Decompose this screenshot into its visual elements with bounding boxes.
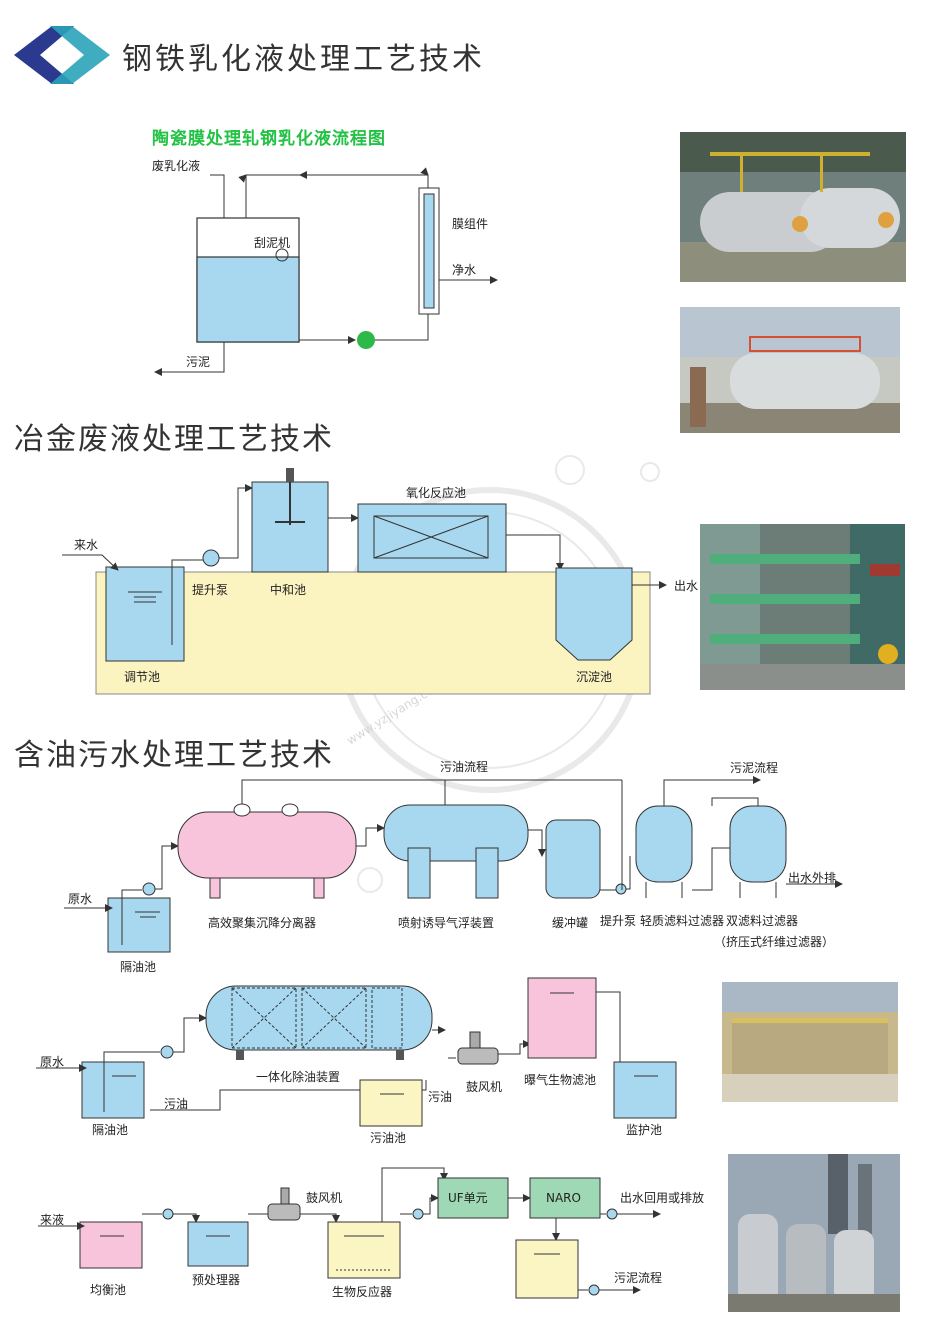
svg-text:双滤料过滤器: 双滤料过滤器 <box>726 914 798 928</box>
svg-text:隔油池: 隔油池 <box>92 1123 128 1137</box>
regulating-tank <box>105 566 185 662</box>
svg-text:喷射诱导气浮装置: 喷射诱导气浮装置 <box>398 915 494 930</box>
oil-separation-tank-2 <box>81 1061 145 1119</box>
bioreactor <box>327 1221 401 1279</box>
sludge-tank <box>515 1239 579 1299</box>
integrated-deoiler <box>205 985 433 1051</box>
flowchart-subtitle: 陶瓷膜处理轧钢乳化液流程图 <box>152 129 386 149</box>
svg-text:UF单元: UF单元 <box>448 1191 488 1205</box>
naro-unit <box>529 1177 601 1219</box>
company-logo <box>14 26 110 84</box>
svg-text:一体化除油装置: 一体化除油装置 <box>256 1069 340 1084</box>
svg-text:缓冲罐: 缓冲罐 <box>552 915 588 930</box>
section2-diagram: 来水 提升泵 中和池 氧化反应池 出水 调节池 沉淀池 <box>62 468 698 695</box>
svg-text:提升泵: 提升泵 <box>192 582 228 597</box>
svg-text:（挤压式纤维过滤器）: （挤压式纤维过滤器） <box>714 934 834 949</box>
blower-icon-2 <box>267 1203 301 1221</box>
svg-text:污油流程: 污油流程 <box>440 759 488 774</box>
flotation-device <box>383 804 529 862</box>
section1-diagram: 废乳化液 刮泥机 膜组件 净水 污泥 <box>152 158 498 376</box>
svg-text:污油: 污油 <box>164 1097 188 1111</box>
scraper-icon <box>275 248 289 262</box>
svg-text:污油: 污油 <box>428 1090 452 1104</box>
svg-text:来水: 来水 <box>74 538 98 552</box>
photo-storage-tanks <box>680 307 900 433</box>
svg-text:刮泥机: 刮泥机 <box>254 236 290 250</box>
membrane-module <box>423 193 435 309</box>
section-title-oily-water: 含油污水处理工艺技术 <box>14 738 334 773</box>
svg-text:来液: 来液 <box>40 1212 64 1227</box>
balance-tank <box>79 1221 143 1269</box>
section-title-metallurgy: 冶金废液处理工艺技术 <box>14 422 334 457</box>
settling-tank <box>555 567 633 661</box>
tank-liquid <box>196 256 300 343</box>
waste-oil-tank <box>359 1079 423 1127</box>
svg-text:均衡池: 均衡池 <box>90 1283 126 1297</box>
light-filter <box>635 805 693 883</box>
svg-text:出水: 出水 <box>674 579 698 593</box>
svg-text:高效聚集沉降分离器: 高效聚集沉降分离器 <box>208 915 316 930</box>
svg-text:鼓风机: 鼓风机 <box>466 1080 502 1094</box>
oxidation-tank <box>357 503 507 573</box>
pump-icon <box>357 331 375 349</box>
page-title: 钢铁乳化液处理工艺技术 <box>122 42 485 77</box>
dual-filter <box>729 805 787 883</box>
oily-flow-1: 污油流程 污泥流程 原水 高效聚集沉降分离器 喷射诱导气浮装置 缓冲罐 提升泵 … <box>64 759 843 974</box>
svg-text:原水: 原水 <box>68 892 92 906</box>
svg-text:监护池: 监护池 <box>626 1123 662 1137</box>
svg-text:净水: 净水 <box>452 263 476 277</box>
svg-text:鼓风机: 鼓风机 <box>306 1191 342 1205</box>
svg-text:污泥流程: 污泥流程 <box>614 1270 662 1285</box>
svg-text:预处理器: 预处理器 <box>192 1273 240 1287</box>
svg-text:沉淀池: 沉淀池 <box>576 670 612 684</box>
uf-unit <box>437 1177 509 1219</box>
blower-icon <box>457 1047 499 1065</box>
svg-text:生物反应器: 生物反应器 <box>332 1284 392 1299</box>
svg-text:出水回用或排放: 出水回用或排放 <box>620 1190 704 1205</box>
svg-text:调节池: 调节池 <box>124 670 160 684</box>
svg-text:曝气生物滤池: 曝气生物滤池 <box>524 1072 596 1087</box>
photo-treatment-pool <box>722 982 898 1102</box>
svg-text:中和池: 中和池 <box>270 582 306 597</box>
svg-text:废乳化液: 废乳化液 <box>152 158 200 173</box>
svg-text:隔油池: 隔油池 <box>120 960 156 974</box>
photo-industrial-plant <box>728 1154 900 1312</box>
svg-text:氧化反应池: 氧化反应池 <box>406 485 466 500</box>
pretreater <box>187 1221 249 1267</box>
oily-flow-2: 原水 一体化除油装置 污油 污油 鼓风机 曝气生物滤池 隔油池 污油池 监护池 <box>36 977 677 1145</box>
svg-text:污泥流程: 污泥流程 <box>730 760 778 775</box>
svg-text:膜组件: 膜组件 <box>452 217 488 231</box>
svg-text:出水外排: 出水外排 <box>788 871 836 885</box>
separator-vessel <box>177 811 357 879</box>
photo-emulsion-tanks <box>680 132 906 282</box>
svg-text:污泥: 污泥 <box>186 355 210 369</box>
svg-text:提升泵: 提升泵 <box>600 913 636 928</box>
svg-text:轻质滤料过滤器: 轻质滤料过滤器 <box>640 914 724 928</box>
lift-pump-icon <box>202 549 220 567</box>
oily-flow-3: 来液 鼓风机 UF单元 NARO 出水回用或排放 污泥流程 均衡池 预处理器 生… <box>38 1167 704 1299</box>
svg-text:污油池: 污油池 <box>370 1131 406 1145</box>
buffer-tank <box>545 819 601 899</box>
monitor-tank <box>613 1061 677 1119</box>
svg-text:NARO: NARO <box>546 1191 581 1205</box>
photo-pipework <box>700 524 905 690</box>
oil-separation-tank <box>107 897 171 953</box>
aerated-filter <box>527 977 597 1059</box>
svg-text:原水: 原水 <box>40 1055 64 1069</box>
